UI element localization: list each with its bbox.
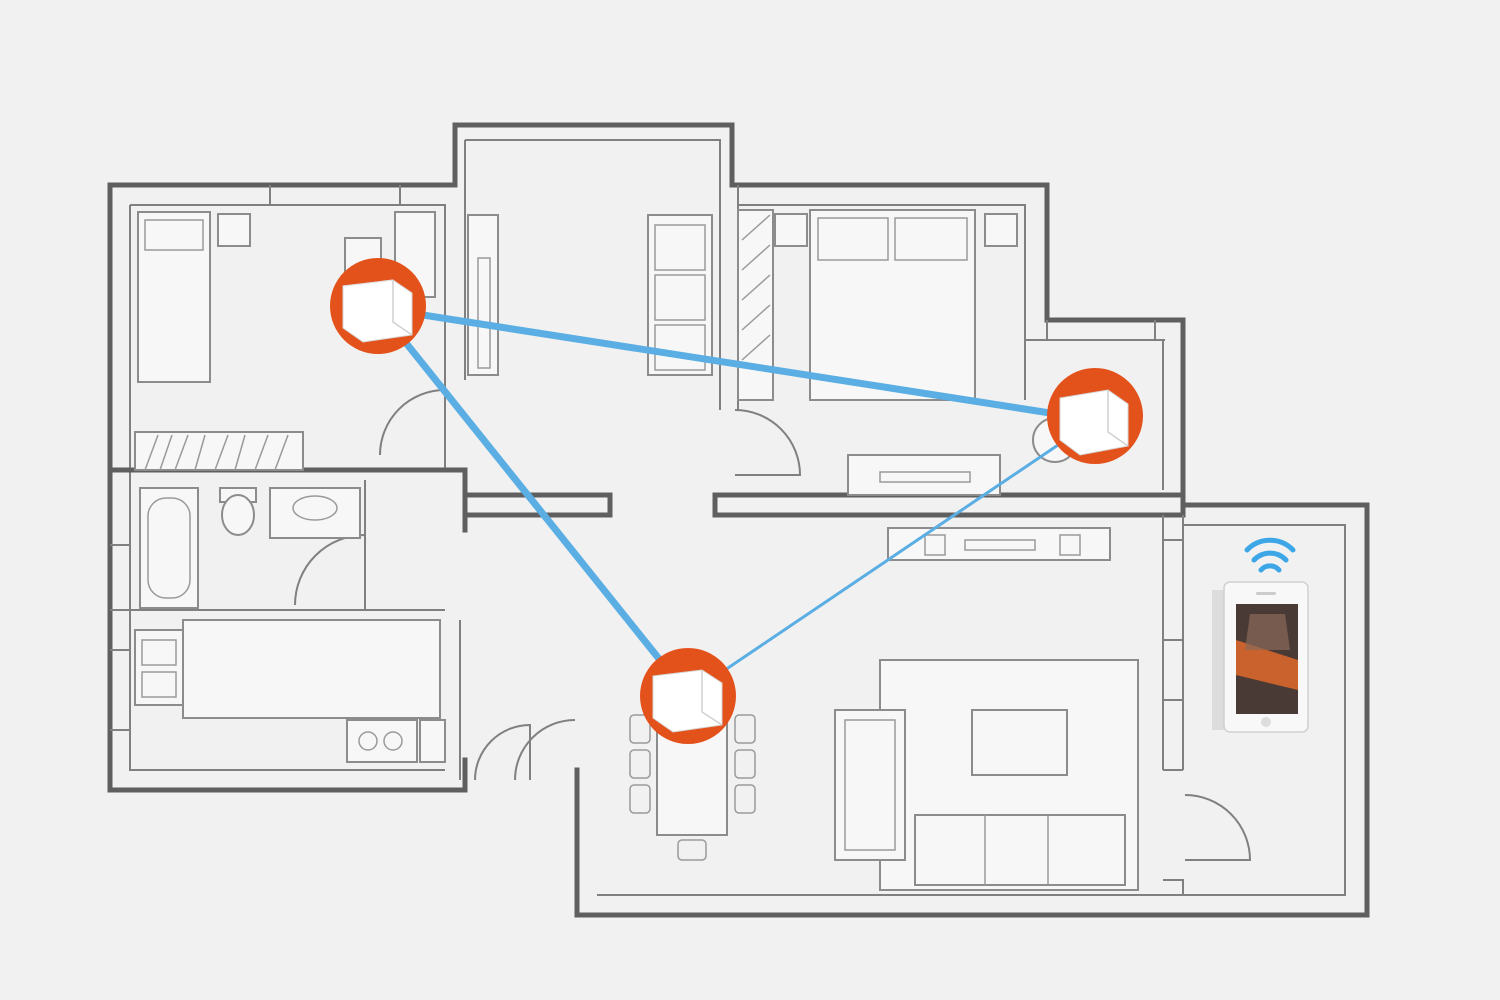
link-node1-node3 [374,304,692,699]
router-cube-icon [342,279,413,343]
mesh-node-1[interactable] [330,258,426,354]
mesh-links [374,304,1099,699]
furniture [134,209,1139,891]
router-cube-icon [1059,389,1129,456]
mesh-node-3[interactable] [640,648,736,744]
smartphone-icon [1212,581,1309,733]
link-node3-node2 [686,418,1097,697]
wifi-icon [1244,537,1296,573]
mesh-node-2[interactable] [1047,368,1143,464]
link-node1-node2 [374,304,1099,424]
router-cube-icon [652,669,723,733]
